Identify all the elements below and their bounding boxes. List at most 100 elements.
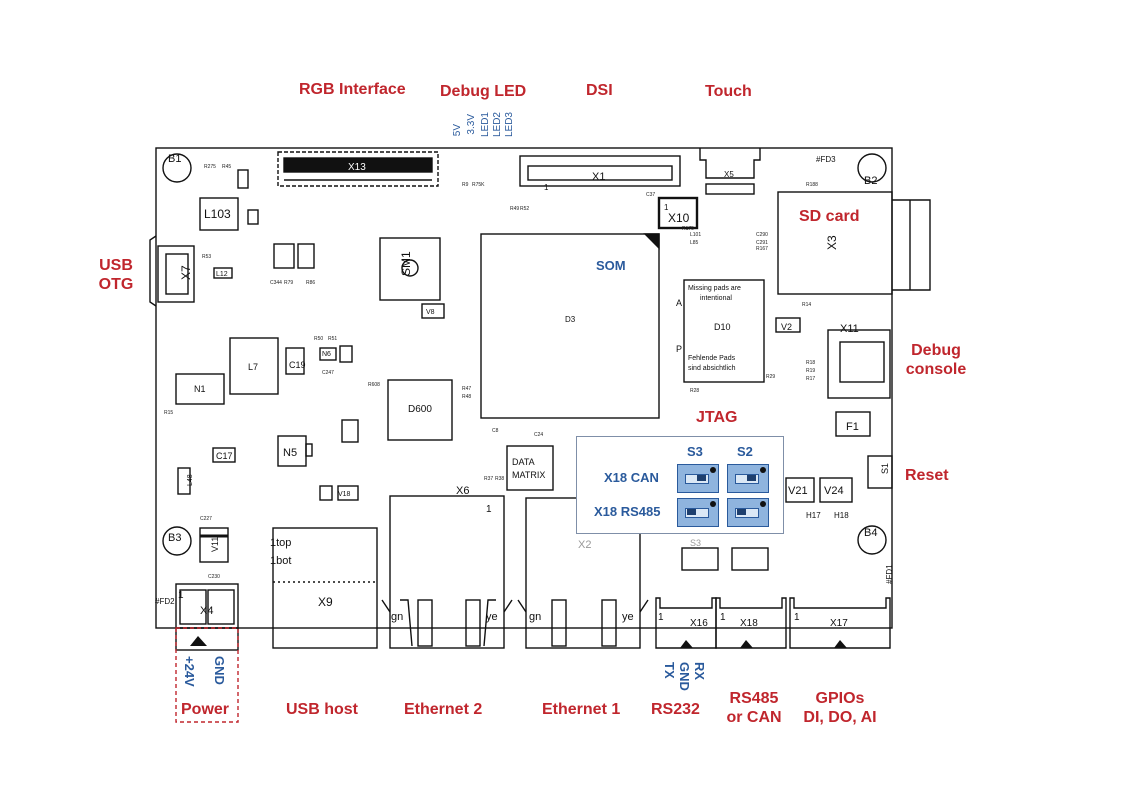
label-touch: Touch (705, 83, 752, 100)
svg-text:R53: R53 (202, 254, 211, 260)
svg-text:B4: B4 (864, 527, 877, 539)
svg-text:gn: gn (529, 611, 541, 623)
label-dsi: DSI (586, 82, 613, 99)
svg-text:1bot: 1bot (270, 555, 291, 567)
svg-text:C247: C247 (322, 370, 334, 376)
svg-text:V2: V2 (781, 322, 792, 332)
debug-led-led1: LED1 (480, 112, 491, 138)
svg-text:X9: X9 (318, 595, 333, 609)
svg-text:L103: L103 (204, 207, 231, 221)
svg-text:R18: R18 (806, 360, 815, 366)
svg-text:R79: R79 (284, 280, 293, 286)
label-rs485-line1: RS485 (729, 690, 779, 707)
svg-text:R175: R175 (682, 226, 694, 232)
svg-text:H18: H18 (834, 511, 849, 520)
svg-text:MATRIX: MATRIX (512, 470, 545, 480)
label-debug-led: Debug LED (440, 83, 527, 100)
label-ethernet2: Ethernet 2 (404, 701, 483, 718)
svg-text:L85: L85 (690, 240, 699, 246)
svg-text:B2: B2 (864, 175, 877, 187)
svg-text:V18: V18 (338, 491, 351, 498)
debug-led-5v: 5V (452, 124, 463, 137)
svg-text:N1: N1 (194, 384, 206, 394)
mount-hole-b3 (162, 526, 192, 556)
svg-text:X10: X10 (668, 211, 690, 225)
jtag-col-s2: S2 (737, 444, 753, 459)
mount-hole-b4 (857, 525, 887, 555)
svg-text:R9: R9 (462, 182, 469, 188)
svg-text:gn: gn (391, 611, 403, 623)
svg-text:1: 1 (486, 504, 492, 515)
svg-text:X4: X4 (200, 605, 213, 617)
svg-text:C291: C291 (756, 240, 768, 246)
debug-led-led3: LED3 (504, 112, 515, 138)
svg-text:R38: R38 (495, 476, 504, 482)
label-som: SOM (596, 258, 626, 273)
svg-text:1top: 1top (270, 537, 291, 549)
svg-text:S1: S1 (880, 463, 890, 474)
jtag-row-rs485: X18 RS485 (594, 504, 661, 519)
svg-text:A: A (676, 298, 682, 308)
svg-text:V21: V21 (788, 485, 808, 497)
svg-text:V8: V8 (426, 309, 435, 316)
label-jtag: JTAG (696, 409, 738, 426)
svg-text:C290: C290 (756, 232, 768, 238)
debug-led-3v3: 3.3V (466, 114, 477, 135)
rs232-pin-rx: RX (692, 662, 707, 681)
svg-text:D3: D3 (565, 315, 576, 324)
svg-text:H17: H17 (806, 511, 821, 520)
svg-text:intentional: intentional (700, 295, 732, 302)
svg-text:R28: R28 (690, 388, 699, 394)
label-rs485: RS485 or CAN (716, 689, 792, 727)
svg-text:X18: X18 (740, 618, 758, 629)
label-ethernet1: Ethernet 1 (542, 701, 621, 718)
svg-text:Missing pads are: Missing pads are (688, 285, 741, 292)
svg-text:R52: R52 (520, 206, 529, 212)
svg-text:R37: R37 (484, 476, 493, 482)
label-sd-card: SD card (799, 208, 860, 225)
label-usb-otg-line1: USB (99, 257, 133, 274)
svg-text:X1: X1 (592, 171, 605, 183)
svg-text:sind absichtlich: sind absichtlich (688, 365, 736, 372)
svg-text:R48: R48 (462, 394, 471, 400)
label-gpios-line2: DI, DO, AI (803, 709, 877, 726)
board-outline (155, 147, 893, 629)
svg-text:R51: R51 (328, 336, 337, 342)
svg-text:P: P (676, 344, 682, 354)
svg-text:R29: R29 (766, 374, 775, 380)
svg-text:X3: X3 (825, 235, 839, 250)
label-reset: Reset (905, 467, 949, 484)
svg-text:D600: D600 (408, 404, 432, 415)
svg-text:C227: C227 (200, 516, 212, 522)
jtag-col-s3: S3 (687, 444, 703, 459)
svg-text:R86: R86 (306, 280, 315, 286)
svg-text:SM1: SM1 (399, 251, 413, 276)
svg-text:R275: R275 (204, 164, 216, 170)
svg-text:ye: ye (622, 611, 634, 623)
svg-text:R14: R14 (802, 302, 811, 308)
svg-text:D10: D10 (714, 322, 731, 332)
svg-text:L48: L48 (187, 474, 194, 486)
svg-text:R45: R45 (222, 164, 231, 170)
svg-text:Fehlende Pads: Fehlende Pads (688, 355, 736, 362)
dip-s2-can (727, 464, 769, 493)
svg-text:C8: C8 (492, 428, 499, 434)
svg-text:C230: C230 (208, 574, 220, 580)
power-pin-gnd: GND (212, 656, 227, 685)
svg-text:1: 1 (544, 183, 549, 192)
svg-text:#FD1: #FD1 (885, 564, 894, 584)
svg-text:L101: L101 (690, 232, 701, 238)
dip-s2-rs485 (727, 498, 769, 527)
svg-text:X7: X7 (179, 265, 193, 280)
svg-text:C37: C37 (646, 192, 655, 198)
svg-text:X16: X16 (690, 618, 708, 629)
label-debug-console-line1: Debug (911, 342, 961, 359)
svg-text:1: 1 (794, 612, 800, 623)
rs232-pin-tx: TX (662, 662, 677, 679)
svg-text:1: 1 (178, 590, 184, 601)
label-debug-console-line2: console (905, 361, 967, 378)
label-usb-otg-line2: OTG (98, 276, 134, 293)
svg-text:X2: X2 (578, 539, 591, 551)
svg-text:1: 1 (664, 203, 669, 212)
